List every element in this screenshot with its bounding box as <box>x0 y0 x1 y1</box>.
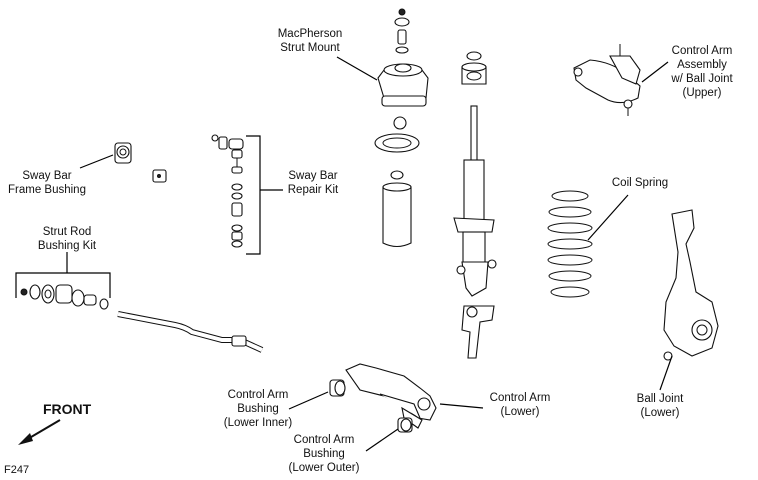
lower-inner-bushing <box>329 379 346 397</box>
leader-coil-spring <box>587 194 629 241</box>
leader-upper-control-arm <box>641 61 669 83</box>
label-coil-spring: Coil Spring <box>611 177 669 189</box>
leader-ball-joint-lower <box>659 355 673 391</box>
leader-strut-mount <box>336 56 378 81</box>
strut-rod-bushing-kit <box>20 284 109 310</box>
lower-control-arm <box>345 363 437 429</box>
coil-spring <box>547 190 593 298</box>
label-control-arm-bushing-lower-inner: Control Arm Bushing (Lower Inner) <box>223 389 293 429</box>
leader-sway-bar-frame-bushing <box>79 154 114 169</box>
front-arrow-icon <box>18 419 61 445</box>
steering-knuckle <box>663 209 719 361</box>
spring-seat-and-boot <box>374 116 420 248</box>
label-strut-rod-bushing-kit: Strut Rod Bushing Kit <box>37 226 97 252</box>
lower-outer-bushing <box>397 417 413 433</box>
strut-fork <box>461 305 495 359</box>
macpherson-strut-mount <box>377 8 429 107</box>
strut-rod-kit-bracket <box>15 252 111 298</box>
repair-kit-bracket <box>246 135 283 255</box>
strut-rod <box>117 311 264 353</box>
sway-bar <box>61 129 167 183</box>
sway-bar-repair-kit <box>211 134 244 248</box>
figure-code: F247 <box>4 464 30 476</box>
label-sway-bar-frame-bushing: Sway Bar Frame Bushing <box>8 170 86 196</box>
leader-lower-outer-bushing <box>365 428 399 452</box>
leader-control-arm-lower <box>439 403 484 409</box>
label-control-arm-assembly-upper: Control Arm Assembly w/ Ball Joint (Uppe… <box>671 45 733 99</box>
label-ball-joint-lower: Ball Joint (Lower) <box>636 393 684 419</box>
front-label: FRONT <box>43 401 92 417</box>
label-control-arm-bushing-lower-outer: Control Arm Bushing (Lower Outer) <box>288 434 360 474</box>
strut-assembly <box>453 51 497 297</box>
label-macpherson-strut-mount: MacPherson Strut Mount <box>277 28 343 54</box>
sway-bar-frame-bushing <box>114 142 132 164</box>
upper-control-arm <box>573 44 641 116</box>
label-control-arm-lower: Control Arm (Lower) <box>489 392 551 418</box>
leader-lower-inner-bushing <box>288 391 329 410</box>
label-sway-bar-repair-kit: Sway Bar Repair Kit <box>287 170 339 196</box>
